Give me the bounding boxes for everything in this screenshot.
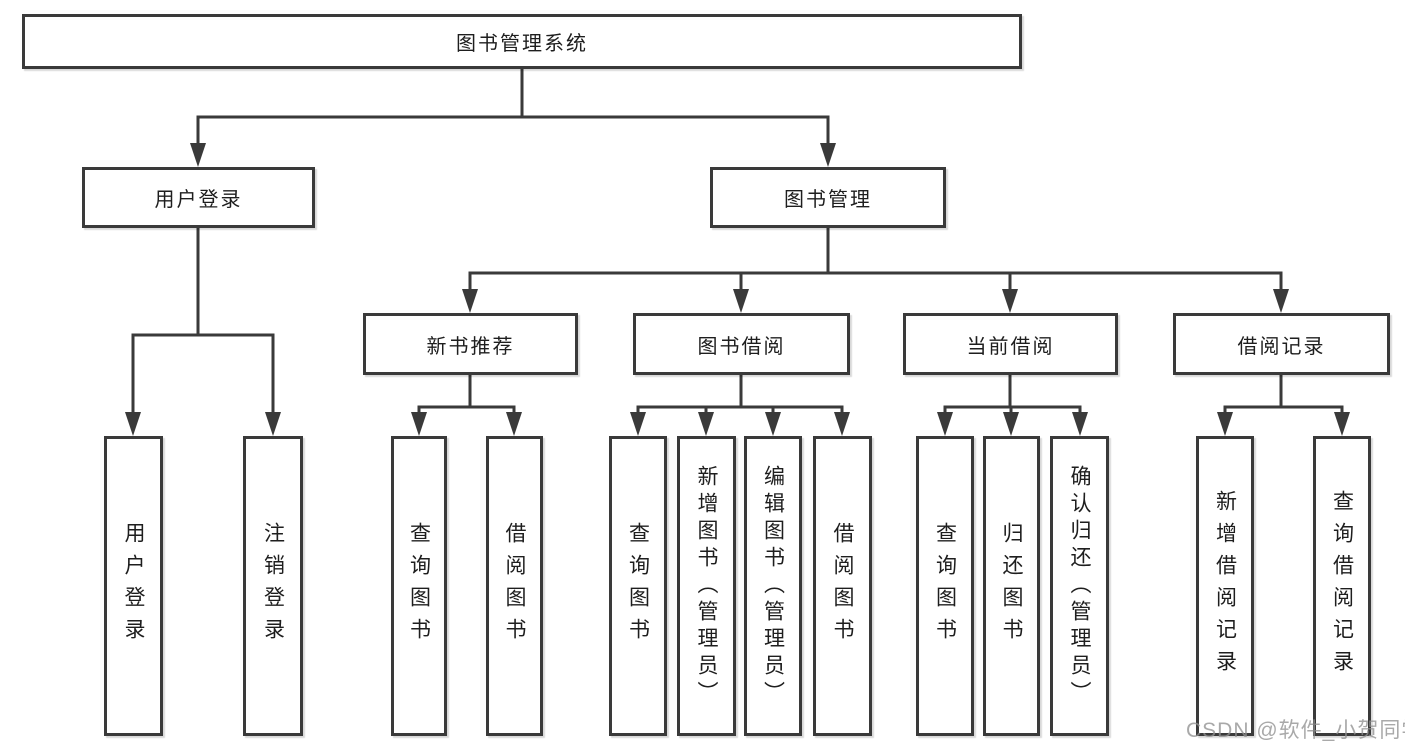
csdn-watermark: CSDN @软件_小贺同学 [1186, 719, 1405, 742]
arrow-down-icon [265, 412, 281, 436]
arrow-down-icon [937, 412, 953, 436]
arrow-down-icon [1002, 289, 1018, 313]
node-leaf-user-login: 用户登录 [104, 436, 163, 736]
node-branch-user-login-label: 用户登录 [154, 189, 243, 211]
arrow-down-icon [1334, 412, 1350, 436]
arrow-down-icon [630, 412, 646, 436]
node-group-current-borrow: 当前借阅 [903, 313, 1118, 375]
node-group-new-book-rec-label: 新书推荐 [426, 335, 515, 358]
arrow-down-icon [1273, 289, 1289, 313]
node-leaf-bb-borrow-books-label: 借阅图书 [831, 522, 854, 650]
node-leaf-cb-return-books-label: 归还图书 [1000, 522, 1023, 650]
node-leaf-bb-query-books-label: 查询图书 [626, 522, 650, 650]
node-leaf-nbr-query-books-label: 查询图书 [407, 522, 431, 650]
node-leaf-nbr-borrow-books-label: 借阅图书 [503, 522, 526, 650]
arrow-down-icon [1072, 412, 1088, 436]
node-leaf-cb-query-books: 查询图书 [916, 436, 974, 736]
node-leaf-br-query-record: 查询借阅记录 [1313, 436, 1371, 736]
arrow-down-icon [1003, 412, 1019, 436]
node-leaf-bb-add-books: 新增图书（管理员） [677, 436, 736, 736]
node-group-book-borrow-label: 图书借阅 [697, 335, 786, 358]
arrow-down-icon [820, 143, 836, 167]
arrow-down-icon [125, 412, 141, 436]
node-root: 图书管理系统 [22, 14, 1022, 69]
arrow-down-icon [462, 289, 478, 313]
node-leaf-nbr-borrow-books: 借阅图书 [486, 436, 543, 736]
node-leaf-bb-edit-books: 编辑图书（管理员） [744, 436, 802, 736]
arrow-down-icon [411, 412, 427, 436]
arrow-down-icon [506, 412, 522, 436]
node-leaf-br-add-record: 新增借阅记录 [1196, 436, 1254, 736]
node-leaf-cb-return-books: 归还图书 [983, 436, 1040, 736]
node-leaf-bb-edit-books-label: 编辑图书（管理员） [761, 464, 785, 708]
arrow-down-icon [834, 412, 850, 436]
arrow-down-icon [765, 412, 781, 436]
node-leaf-cb-confirm-return-label: 确认归还（管理员） [1068, 464, 1091, 708]
node-leaf-br-query-record-label: 查询借阅记录 [1330, 490, 1354, 682]
arrow-down-icon [1217, 412, 1233, 436]
node-leaf-bb-add-books-label: 新增图书（管理员） [695, 464, 718, 708]
connector-lines [131, 67, 1344, 417]
node-group-book-borrow: 图书借阅 [633, 313, 850, 375]
node-leaf-cb-query-books-label: 查询图书 [933, 522, 957, 650]
node-group-borrow-records-label: 借阅记录 [1237, 335, 1326, 358]
node-leaf-nbr-query-books: 查询图书 [391, 436, 447, 736]
arrowheads [125, 143, 1350, 436]
node-group-new-book-rec: 新书推荐 [363, 313, 578, 375]
arrow-down-icon [190, 143, 206, 167]
node-group-current-borrow-label: 当前借阅 [966, 335, 1055, 358]
node-branch-user-login: 用户登录 [82, 167, 315, 228]
node-branch-book-mgmt: 图书管理 [710, 167, 946, 228]
node-leaf-logout-label: 注销登录 [261, 522, 285, 650]
node-leaf-bb-borrow-books: 借阅图书 [813, 436, 872, 736]
node-leaf-logout: 注销登录 [243, 436, 303, 736]
node-root-label: 图书管理系统 [456, 33, 588, 55]
arrow-down-icon [698, 412, 714, 436]
node-group-borrow-records: 借阅记录 [1173, 313, 1390, 375]
arrow-down-icon [733, 289, 749, 313]
node-branch-book-mgmt-label: 图书管理 [784, 189, 872, 211]
node-leaf-bb-query-books: 查询图书 [609, 436, 667, 736]
node-leaf-user-login-label: 用户登录 [122, 522, 145, 650]
node-leaf-cb-confirm-return: 确认归还（管理员） [1050, 436, 1109, 736]
node-leaf-br-add-record-label: 新增借阅记录 [1213, 490, 1237, 682]
